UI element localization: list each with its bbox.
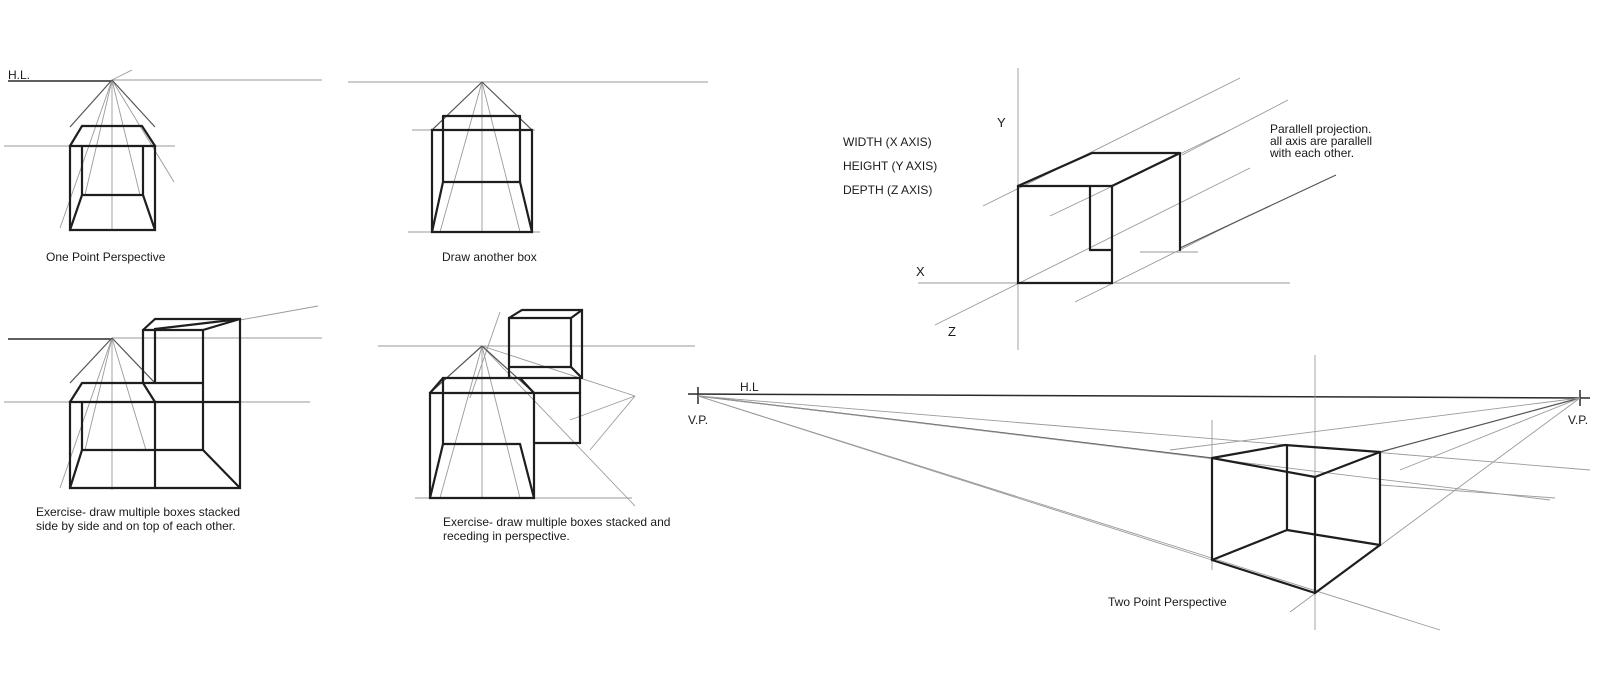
two-point-perspective-drawing <box>687 355 1591 631</box>
exercise-receding-caption-line1: Exercise- draw multiple boxes stacked an… <box>443 515 670 529</box>
parallel-note-line3: with each other. <box>1269 146 1354 160</box>
two-point-caption: Two Point Perspective <box>1108 595 1227 609</box>
two-point-hl-label: H.L <box>740 380 759 394</box>
axis-x-label: X <box>916 264 925 279</box>
exercise-receding-drawing <box>378 308 695 507</box>
exercise-stacked-caption-line2: side by side and on top of each other. <box>36 519 235 533</box>
another-box-caption: Draw another box <box>442 250 537 264</box>
another-box-drawing <box>348 81 708 234</box>
exercise-stacked-drawing <box>4 305 322 490</box>
one-point-hl-label: H.L. <box>8 68 30 82</box>
parallel-note-line1: Parallell projection. <box>1270 122 1371 136</box>
parallel-note-line2: all axis are parallell <box>1270 134 1372 148</box>
axis-y-label: Y <box>997 115 1006 130</box>
exercise-stacked-caption-line1: Exercise- draw multiple boxes stacked <box>36 505 240 519</box>
one-point-perspective-drawing <box>4 69 322 232</box>
parallel-height-label: HEIGHT (Y AXIS) <box>843 159 937 173</box>
axis-z-label: Z <box>948 324 956 339</box>
parallel-width-label: WIDTH (X AXIS) <box>843 135 932 149</box>
one-point-caption: One Point Perspective <box>46 250 166 264</box>
vp-right-label: V.P. <box>1568 413 1588 427</box>
parallel-projection-drawing <box>918 68 1337 350</box>
parallel-depth-label: DEPTH (Z AXIS) <box>843 183 932 197</box>
exercise-receding-caption-line2: receding in perspective. <box>443 529 570 543</box>
vp-left-label: V.P. <box>688 413 708 427</box>
